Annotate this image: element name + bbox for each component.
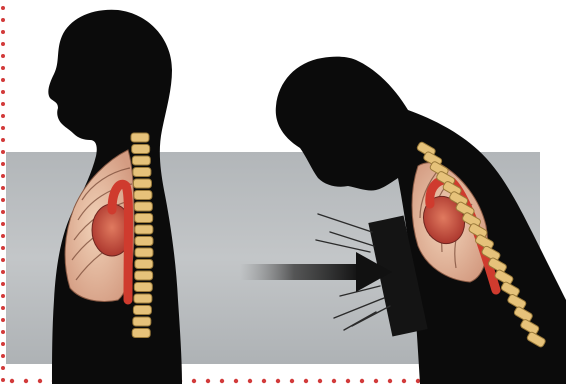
border-dot — [1, 78, 5, 82]
border-dot — [1, 342, 5, 346]
border-dot — [1, 102, 5, 106]
border-dot — [1, 30, 5, 34]
border-dot — [318, 379, 322, 383]
vertebra — [134, 191, 152, 200]
border-dot — [360, 379, 364, 383]
border-dot — [1, 6, 5, 10]
border-dot — [24, 379, 28, 383]
vertebra — [133, 179, 151, 188]
border-dot — [1, 126, 5, 130]
vertebra — [134, 294, 152, 303]
border-dot — [332, 379, 336, 383]
border-dot — [248, 379, 252, 383]
vertebra — [132, 329, 150, 338]
border-dot — [1, 18, 5, 22]
border-dot — [234, 379, 238, 383]
border-dot — [1, 246, 5, 250]
vertebra — [135, 248, 153, 257]
vertebra — [135, 260, 153, 269]
vertebra — [132, 145, 150, 154]
vertebra — [135, 225, 153, 234]
border-dot — [1, 258, 5, 262]
border-dot — [1, 54, 5, 58]
vertebra — [134, 283, 152, 292]
border-dot — [192, 379, 196, 383]
border-dot — [1, 42, 5, 46]
border-dot — [1, 330, 5, 334]
border-dot — [1, 162, 5, 166]
vertebra — [135, 271, 153, 280]
border-dot — [1, 150, 5, 154]
border-dot — [1, 378, 5, 382]
border-dot — [1, 306, 5, 310]
vertebra — [133, 306, 151, 315]
border-dot — [1, 174, 5, 178]
border-dot — [206, 379, 210, 383]
border-dot — [1, 366, 5, 370]
border-dot — [1, 222, 5, 226]
border-dot — [220, 379, 224, 383]
border-dot — [38, 379, 42, 383]
border-dot — [1, 138, 5, 142]
border-dot — [1, 198, 5, 202]
border-dot — [1, 318, 5, 322]
border-dot — [374, 379, 378, 383]
vertebra — [132, 156, 150, 165]
vertebra — [133, 317, 151, 326]
border-dot — [388, 379, 392, 383]
border-dot — [1, 270, 5, 274]
border-dot — [290, 379, 294, 383]
border-dot — [262, 379, 266, 383]
border-dot — [276, 379, 280, 383]
border-dot — [1, 234, 5, 238]
vertebra — [135, 214, 153, 223]
border-dot — [10, 379, 14, 383]
border-dot — [1, 114, 5, 118]
border-dot — [346, 379, 350, 383]
border-dot — [416, 379, 420, 383]
left-border-dots — [1, 6, 5, 382]
border-dot — [304, 379, 308, 383]
border-dot — [1, 282, 5, 286]
border-dot — [1, 186, 5, 190]
vertebra — [133, 168, 151, 177]
border-dot — [1, 66, 5, 70]
border-dot — [1, 294, 5, 298]
vertebra — [135, 237, 153, 246]
vertebra — [134, 202, 152, 211]
border-dot — [1, 90, 5, 94]
border-dot — [1, 354, 5, 358]
border-dot — [1, 210, 5, 214]
vertebra — [131, 133, 149, 142]
border-dot — [402, 379, 406, 383]
